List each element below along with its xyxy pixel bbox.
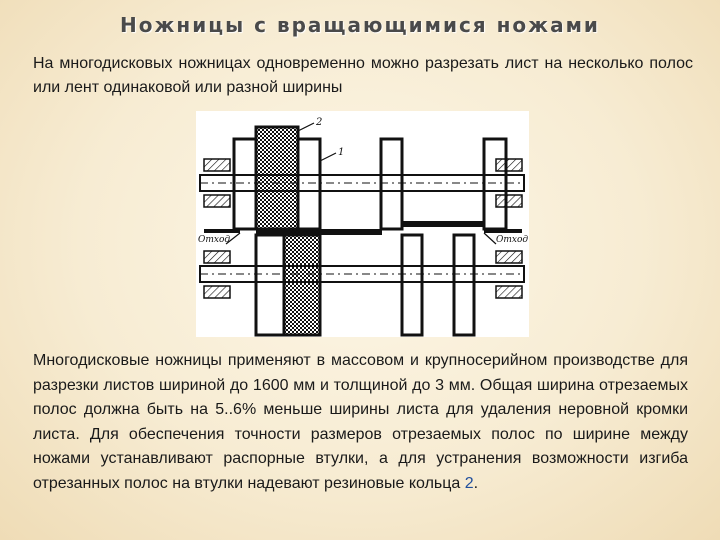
body-paragraph: Многодисковые ножницы применяют в массов… <box>33 349 688 497</box>
intro-paragraph: На многодисковых ножницах одновременно м… <box>33 55 693 96</box>
upper-disc-right2 <box>482 137 508 231</box>
support-lower-right-b <box>495 285 523 299</box>
reference-number: 2 <box>464 474 474 492</box>
support-right-upper <box>495 158 523 172</box>
slide-title: Ножницы с вращающимися ножами <box>120 13 600 37</box>
label-1: 1 <box>338 147 344 158</box>
support-right-lower <box>495 194 523 208</box>
upper-disc-mid <box>296 137 322 231</box>
upper-knife-hatched <box>254 125 300 231</box>
support-lower-right-a <box>495 250 523 264</box>
lower-disc-left <box>254 233 286 337</box>
label-waste-right: Отход <box>496 235 528 245</box>
lower-knife-hatched <box>282 233 322 337</box>
body-end: . <box>473 474 479 492</box>
strip-left <box>204 229 240 233</box>
strip-right <box>402 221 484 227</box>
lower-disc-right <box>452 233 476 337</box>
support-lower-left-a <box>203 250 231 264</box>
body-text: Многодисковые ножницы применяют в массов… <box>33 352 688 492</box>
upper-disc-right1 <box>379 137 404 231</box>
label-2: 2 <box>315 117 322 128</box>
strip-main <box>256 229 382 235</box>
label-waste-left: Отход <box>198 235 230 245</box>
support-left-upper <box>203 158 231 172</box>
strip-end <box>484 229 522 233</box>
support-left-lower <box>203 194 231 208</box>
support-lower-left-b <box>203 285 231 299</box>
lower-disc-mid <box>400 233 424 337</box>
scissors-diagram: 2 1 Отход Отход <box>196 111 529 337</box>
upper-disc-left <box>232 137 258 231</box>
